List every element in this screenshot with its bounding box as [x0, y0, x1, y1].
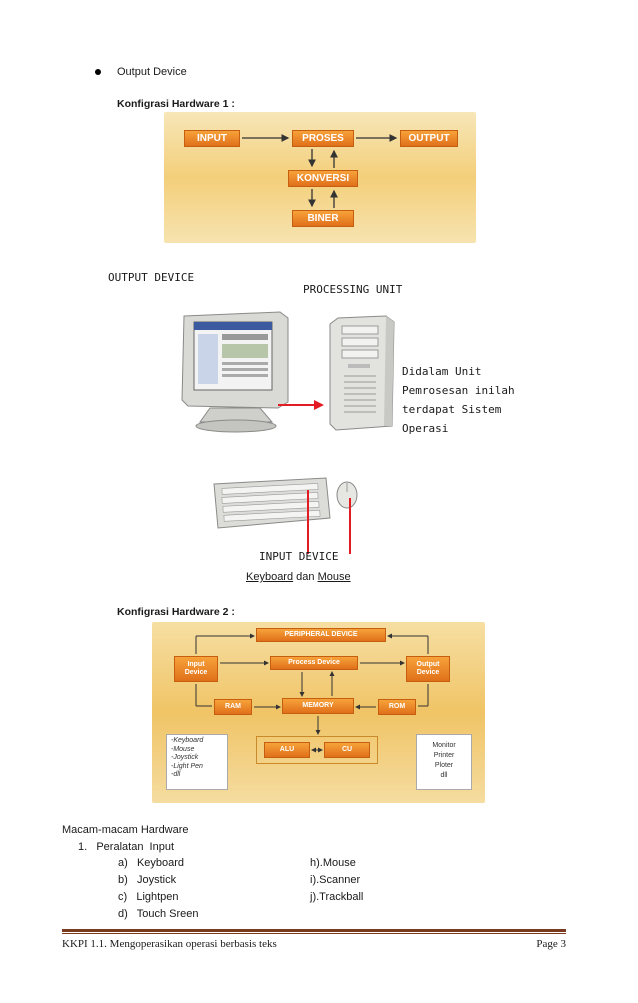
config1-heading: Konfigrasi Hardware 1 :: [117, 98, 235, 110]
alu-cu-container: [256, 736, 378, 764]
box-biner: BINER: [292, 210, 354, 227]
monitor-illustration: [181, 311, 289, 433]
hardware-item-keyboard: a) Keyboard: [118, 857, 185, 869]
label-dan: dan: [293, 571, 318, 583]
box-peripheral-device: PERIPHERAL DEVICE: [256, 628, 386, 642]
box-konversi: KONVERSI: [288, 170, 358, 187]
bullet-output-device: Output Device: [117, 66, 187, 78]
cpu-note: Didalam Unit Pemrosesan inilah terdapat …: [402, 362, 515, 438]
cpu-note-line-4: Operasi: [402, 422, 449, 435]
hardware-item-joystick: b) Joystick: [118, 874, 177, 886]
box-alu: ALU: [264, 742, 310, 758]
cpu-note-line-2: Pemrosesan inilah: [402, 384, 515, 397]
keyboard-illustration: [213, 477, 331, 529]
footer-left: KKPI 1.1. Mengoperasikan operasi berbasi…: [62, 938, 277, 950]
box-output: OUTPUT: [400, 130, 458, 147]
box-output-device: Output Device: [406, 656, 450, 682]
footer-page-number: Page 3: [536, 938, 566, 950]
label-processing-unit: PROCESSING UNIT: [303, 283, 403, 296]
cpu-note-line-1: Didalam Unit: [402, 365, 482, 378]
cpu-tower-illustration: [329, 315, 395, 431]
red-arrow-monitor-to-cpu: [278, 400, 324, 410]
box-ram: RAM: [214, 699, 252, 715]
hardware-item-lightpen: c) Lightpen: [118, 891, 179, 903]
box-cu: CU: [324, 742, 370, 758]
label-mouse: Mouse: [317, 571, 351, 583]
hardware-config1-diagram: INPUT PROSES OUTPUT KONVERSI BINER: [164, 112, 476, 243]
box-memory: MEMORY: [282, 698, 354, 714]
mouse-illustration: [336, 481, 358, 509]
label-output-device: OUTPUT DEVICE: [108, 271, 195, 284]
hardware-item-mouse: h).Mouse: [310, 857, 356, 869]
hardware-title: Macam-macam Hardware: [62, 824, 189, 836]
config1-arrows: [242, 134, 398, 208]
box-input-device: Input Device: [174, 656, 218, 682]
config2-heading: Konfigrasi Hardware 2 :: [117, 606, 235, 618]
box-proses: PROSES: [292, 130, 354, 147]
label-input-device: INPUT DEVICE: [259, 550, 339, 563]
input-device-list: -Keyboard -Mouse -Joystick -Light Pen -d…: [166, 734, 228, 790]
label-keyboard-mouse: Keyboard dan Mouse: [246, 570, 351, 584]
cpu-note-line-3: terdapat Sistem: [402, 403, 502, 416]
box-input: INPUT: [184, 130, 240, 147]
output-device-list: Monitor Printer Ploter dll: [416, 734, 472, 790]
red-lines-input-device: [307, 490, 351, 554]
box-process-device: Process Device: [270, 656, 358, 670]
hardware-section-input: 1. Peralatan Input: [78, 841, 175, 853]
config2-arrows: [195, 633, 429, 753]
footer-rule-thick: [62, 929, 566, 932]
footer-rule-thin: [62, 933, 566, 934]
label-keyboard: Keyboard: [246, 571, 294, 583]
hardware-config2-diagram: PERIPHERAL DEVICE Input Device Process D…: [152, 622, 485, 803]
hardware-item-touchscreen: d) Touch Sreen: [118, 908, 199, 920]
hardware-item-scanner: i).Scanner: [310, 874, 361, 886]
hardware-item-trackball: j).Trackball: [310, 891, 364, 903]
bullet-dot: [95, 69, 101, 75]
box-rom: ROM: [378, 699, 416, 715]
